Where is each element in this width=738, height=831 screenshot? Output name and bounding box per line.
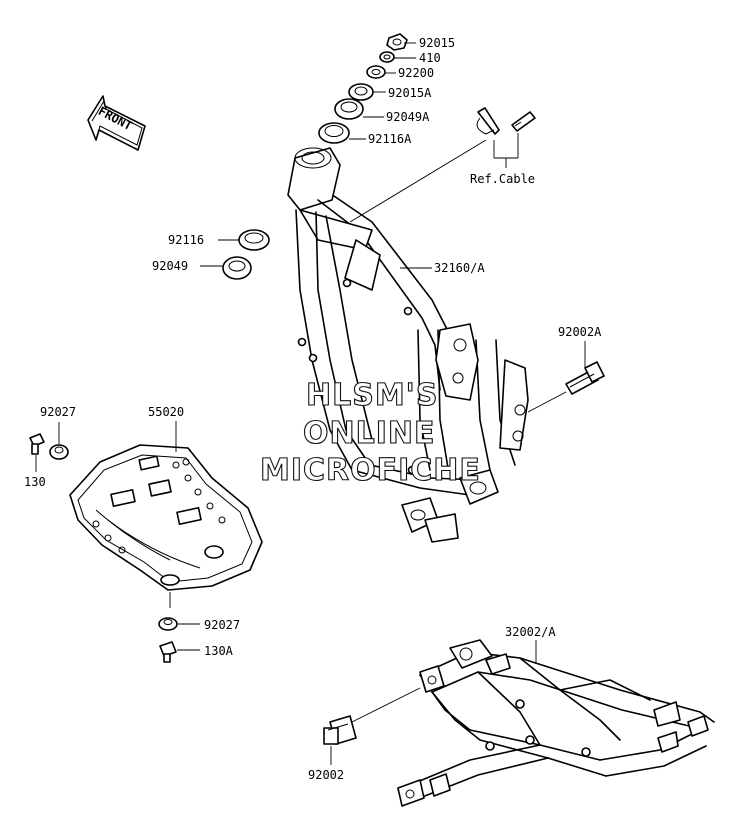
seal-92049-shape (222, 256, 252, 280)
watermark-line-2: ONLINE (303, 416, 436, 451)
cable-clip (349, 107, 536, 223)
sub-frame-32002A (397, 639, 715, 807)
washer-92200-shape (366, 65, 386, 79)
skid-plate-55020 (69, 421, 263, 608)
label-92015A: 92015A (388, 86, 432, 100)
label-92049: 92049 (152, 259, 188, 273)
label-92002A: 92002A (558, 325, 602, 339)
label-92027-bottom: 92027 (204, 618, 240, 632)
label-92049A: 92049A (386, 110, 430, 124)
watermark: HLSM'S ONLINE MICROFICHE (259, 377, 481, 488)
label-32160A: 32160/A (434, 261, 485, 275)
label-ref-cable: Ref.Cable (470, 172, 535, 186)
label-130: 130 (24, 475, 46, 489)
label-92027-top: 92027 (40, 405, 76, 419)
front-arrow: FRONT (87, 95, 146, 151)
bottom-fasteners (158, 617, 200, 663)
nut-92015A-shape (348, 83, 374, 101)
left-fasteners (29, 422, 69, 472)
label-55020: 55020 (148, 405, 184, 419)
washer-410-shape (379, 51, 395, 63)
label-92015: 92015 (419, 36, 455, 50)
watermark-line-3: MICROFICHE (260, 453, 481, 488)
label-410: 410 (419, 51, 441, 65)
bolt-92002A (527, 341, 605, 413)
lower-bearing-parts (200, 229, 270, 280)
label-92002: 92002 (308, 768, 344, 782)
label-32002A: 32002/A (505, 625, 556, 639)
main-frame-32160A (287, 147, 529, 543)
label-130A: 130A (204, 644, 234, 658)
nut-92015-shape (386, 33, 408, 51)
label-92200: 92200 (398, 66, 434, 80)
grommet-92027-top-shape (49, 444, 69, 460)
bolt-92002 (323, 687, 421, 765)
label-92116A: 92116A (368, 132, 412, 146)
bolt-130A-shape (159, 641, 177, 657)
watermark-line-1: HLSM'S (306, 378, 438, 413)
steering-stack (318, 33, 416, 144)
label-92116: 92116 (168, 233, 204, 247)
